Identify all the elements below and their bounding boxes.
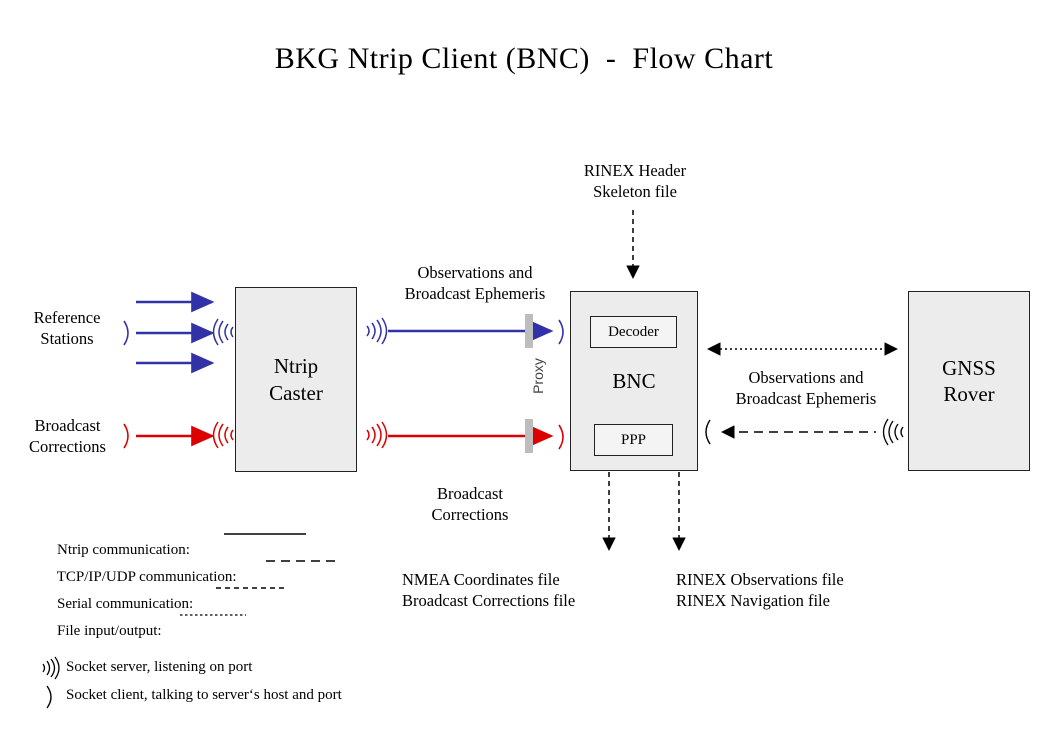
proxy-bar-lower <box>525 419 533 453</box>
page-title: BKG Ntrip Client (BNC) - Flow Chart <box>274 42 774 75</box>
legend-item-tcp: TCP/IP/UDP communication: <box>42 552 237 603</box>
arrow-corrections-to-bnc <box>388 425 554 447</box>
node-decoder[interactable]: Decoder <box>590 316 677 348</box>
arrow-serial-bidirectional <box>707 342 898 356</box>
socket-client-icon <box>556 317 570 347</box>
socket-server-icon <box>882 418 908 446</box>
legend-line-fine-dot <box>180 614 246 616</box>
legend-label-file-io: File input/output: <box>57 623 162 639</box>
socket-client-icon <box>120 421 136 451</box>
arrow-broadcast-corrections-input <box>136 425 215 447</box>
label-observations-ephemeris-right: Observations and Broadcast Ephemeris <box>735 368 877 409</box>
node-gnss-rover[interactable]: GNSS Rover <box>908 291 1030 471</box>
label-reference-stations: Reference Stations <box>33 308 101 349</box>
arrow-nmea-output <box>602 472 616 551</box>
label-rinex-output-files: RINEX Observations file RINEX Navigation… <box>676 570 844 611</box>
label-observations-ephemeris-left: Observations and Broadcast Ephemeris <box>404 263 546 304</box>
label-broadcast-corrections-input: Broadcast Corrections <box>29 416 106 457</box>
socket-client-icon <box>556 422 570 452</box>
arrow-skeleton-to-bnc <box>626 210 640 279</box>
arrow-rinex-output <box>672 472 686 551</box>
node-gnss-rover-label: GNSS Rover <box>942 355 996 406</box>
arrow-observations-to-bnc <box>388 320 554 342</box>
label-proxy: Proxy <box>530 358 546 394</box>
node-ntrip-caster-label: Ntrip Caster <box>269 354 323 405</box>
socket-client-icon <box>120 318 136 348</box>
socket-server-icon <box>212 421 238 449</box>
label-nmea-output-files: NMEA Coordinates file Broadcast Correcti… <box>402 570 576 611</box>
proxy-bar-upper <box>525 314 533 348</box>
socket-client-icon <box>700 417 714 447</box>
socket-server-icon <box>362 421 388 449</box>
legend-label-socket-server: Socket server, listening on port <box>66 659 253 675</box>
legend-label-ntrip: Ntrip communication: <box>57 542 190 558</box>
legend-line-long-dash <box>266 560 338 562</box>
node-decoder-label: Decoder <box>608 323 659 340</box>
legend-line-solid <box>224 533 306 535</box>
label-rinex-header-skeleton: RINEX Header Skeleton file <box>583 161 687 202</box>
node-bnc-label: BNC <box>612 368 656 393</box>
arrow-tcp-to-bnc <box>721 425 876 439</box>
legend-item-ntrip: Ntrip communication: <box>42 525 190 576</box>
socket-client-icon <box>44 684 60 710</box>
arrows-reference-stations <box>136 291 215 374</box>
socket-server-icon <box>38 656 64 680</box>
label-broadcast-corrections-middle: Broadcast Corrections <box>431 484 509 525</box>
legend-line-medium-dash <box>216 587 288 589</box>
legend-label-socket-client: Socket client, talking to server‘s host … <box>66 687 342 703</box>
node-ppp-label: PPP <box>620 431 647 448</box>
legend-label-tcp: TCP/IP/UDP communication: <box>56 569 237 585</box>
legend-label-serial: Serial communication: <box>57 596 194 612</box>
legend-item-serial: Serial communication: <box>42 579 193 630</box>
legend-item-file-io: File input/output: <box>42 606 162 657</box>
socket-server-icon <box>362 317 388 345</box>
node-ppp[interactable]: PPP <box>594 424 673 456</box>
node-ntrip-caster[interactable]: Ntrip Caster <box>235 287 357 472</box>
socket-server-icon <box>212 318 238 346</box>
